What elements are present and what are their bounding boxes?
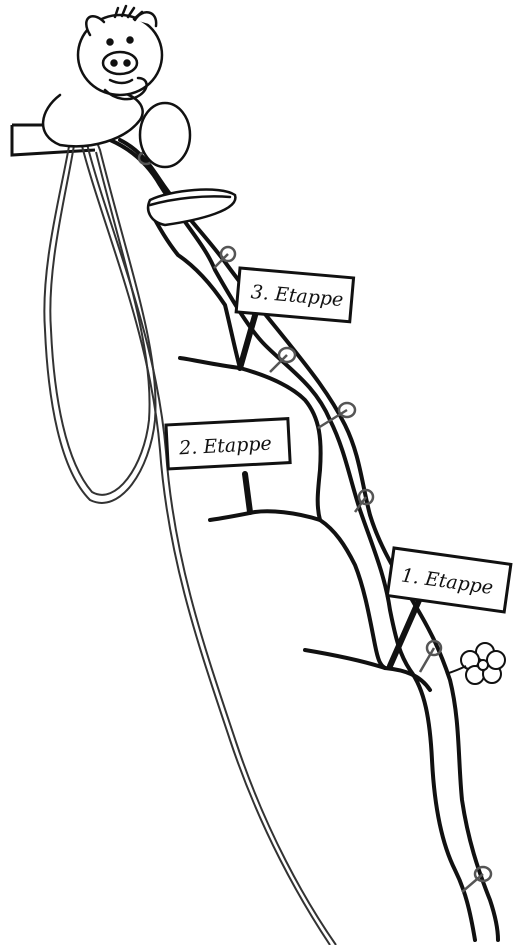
ledge-2-base (320, 520, 385, 668)
pig-eye (108, 40, 113, 45)
sign-2: 2. Etappe (166, 419, 290, 469)
pig-eye (128, 38, 133, 43)
pig-leg (148, 190, 235, 225)
sign-1: 1. Etappe (387, 548, 511, 612)
wall-outer-edge (120, 140, 498, 940)
post-2 (245, 474, 250, 512)
pig-belly (140, 103, 190, 167)
pig-snout (103, 52, 137, 74)
sign-3: 3. Etappe (236, 268, 353, 322)
rope (44, 128, 336, 945)
sign-posts (240, 312, 420, 666)
ledge-2 (210, 511, 320, 520)
ledge-1-base (385, 668, 430, 690)
pig-character-icon (43, 6, 235, 225)
flower-icon (446, 643, 505, 684)
rope-hanging (80, 138, 330, 945)
ledge-1 (305, 650, 385, 668)
wall-inner-edge (60, 125, 475, 940)
bolts (62, 114, 491, 892)
